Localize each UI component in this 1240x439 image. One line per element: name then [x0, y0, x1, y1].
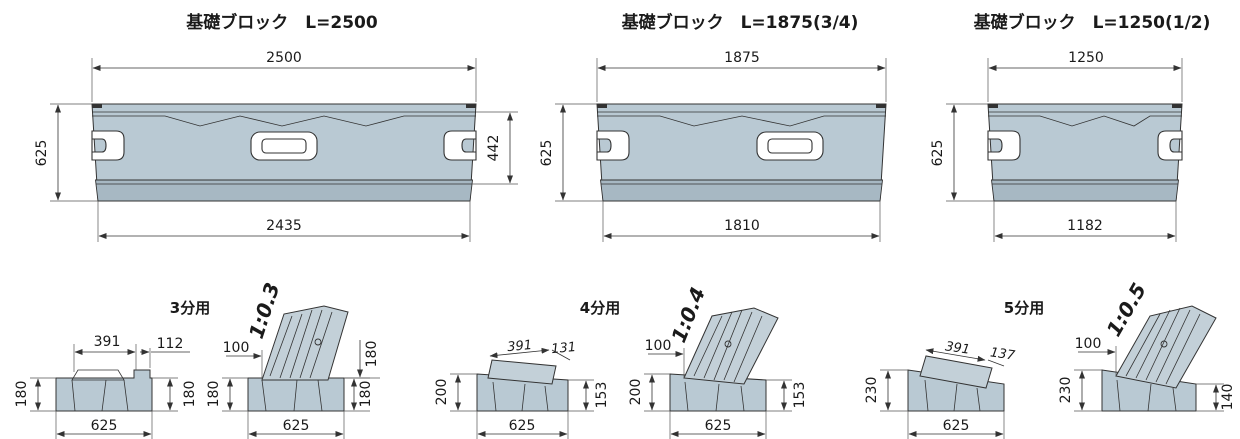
section-4bu-step: 131 — [551, 340, 577, 357]
section-5bu-base-width: 625 — [943, 418, 970, 434]
section-3bu-wall — [261, 305, 349, 381]
block-1250-top-length: 1250 — [1068, 50, 1104, 66]
section-3bu-wall-offset: 100 — [223, 340, 250, 356]
block-2500-top-length: 2500 — [266, 50, 302, 66]
section-4bu-wall-base-width: 625 — [705, 418, 732, 434]
block-1875-title: 基礎ブロック L=1875(3/4) — [621, 12, 859, 33]
section-4bu-top-width: 391 — [507, 338, 533, 355]
block-1250-height: 625 — [930, 140, 946, 167]
section-4bu-wall — [683, 307, 779, 385]
block-1875-height: 625 — [539, 140, 555, 167]
section-4bu-left-height: 200 — [434, 379, 450, 406]
section-4bu-base-width: 625 — [509, 418, 536, 434]
section-5bu: 5分用 391 137 230 625 100 1:0.5 230 140 — [864, 279, 1236, 439]
block-1875-bottom-length: 1810 — [724, 218, 760, 234]
section-4bu: 4分用 391 131 200 153 625 100 1:0.4 200 — [434, 284, 808, 439]
section-3bu-top-width: 391 — [94, 334, 121, 350]
section-3bu-wall-base-width: 625 — [283, 418, 310, 434]
block-2500-title: 基礎ブロック L=2500 — [185, 12, 378, 33]
block-1250: 基礎ブロック L=1250(1/2) 1250 625 1182 — [930, 12, 1210, 242]
section-3bu-block — [55, 369, 153, 412]
section-3bu-step: 112 — [157, 336, 184, 352]
block-2500-bottom-length: 2435 — [266, 218, 302, 234]
block-2500-right-notch — [443, 130, 477, 161]
section-3bu-base-width: 625 — [91, 418, 118, 434]
section-3bu-left-height: 180 — [14, 381, 30, 408]
section-3bu-wall-top-height: 180 — [364, 341, 380, 368]
block-1875: 基礎ブロック L=1875(3/4) 1875 625 1810 — [539, 12, 887, 242]
section-5bu-top-width: 391 — [944, 339, 971, 357]
section-5bu-step: 137 — [989, 345, 1016, 363]
block-2500-height: 625 — [34, 140, 50, 167]
section-3bu-title: 3分用 — [170, 299, 210, 317]
block-1250-title: 基礎ブロック L=1250(1/2) — [973, 12, 1211, 33]
block-1875-top-length: 1875 — [724, 50, 760, 66]
block-2500-inner-height: 442 — [486, 135, 502, 162]
section-4bu-title: 4分用 — [580, 299, 620, 317]
section-3bu-right-height: 180 — [182, 381, 198, 408]
section-4bu-wall-offset: 100 — [645, 338, 672, 354]
section-4bu-right-height: 153 — [594, 382, 610, 409]
section-5bu-wall-right-height: 140 — [1220, 384, 1236, 411]
section-3bu: 3分用 391 112 180 180 625 100 1:0.3 — [14, 280, 380, 439]
block-1250-bottom-length: 1182 — [1067, 218, 1103, 234]
block-2500: 基礎ブロック L=2500 2500 625 442 2435 — [34, 12, 518, 242]
section-5bu-title: 5分用 — [1004, 299, 1044, 317]
section-3bu-wall-left-height: 180 — [206, 381, 222, 408]
block-2500-left-notch — [91, 130, 125, 161]
section-3bu-wall-right-height: 180 — [358, 381, 374, 408]
section-4bu-wall-left-height: 200 — [628, 379, 644, 406]
section-4bu-wall-right-height: 153 — [792, 382, 808, 409]
section-5bu-left-height: 230 — [864, 377, 880, 404]
section-5bu-wall-left-height: 230 — [1058, 377, 1074, 404]
section-5bu-wall-offset: 100 — [1075, 336, 1102, 352]
